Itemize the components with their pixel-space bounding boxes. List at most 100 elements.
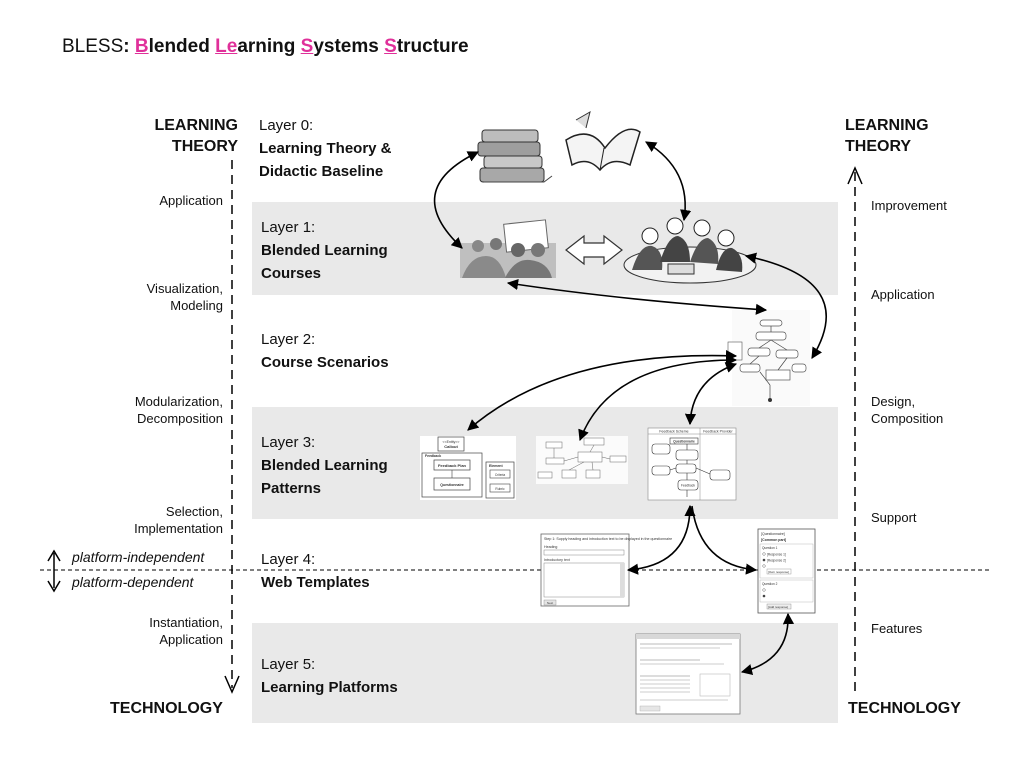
web2-h1: [Questionnaire]	[761, 532, 785, 536]
right-axis-top-line2: THEORY	[845, 138, 912, 155]
right-label-2-l2: Composition	[871, 411, 944, 426]
platform-arrow-down	[47, 580, 61, 593]
uml1-quest: Questionnaire	[440, 483, 464, 487]
arrow-flowchart-activity	[684, 362, 738, 426]
left-label-2-l2: Decomposition	[137, 411, 223, 426]
uml1-fplan: Feedback Plan	[438, 463, 467, 468]
uml1-criteria: Criteria	[495, 473, 505, 477]
layer-2-label: Layer 2: Course Scenarios	[261, 328, 389, 374]
title-initial-b: B	[134, 36, 149, 57]
web2-o2: [Response 2]	[767, 559, 786, 563]
page-title: BLESS: Blended Learning Systems Structur…	[62, 36, 469, 58]
web2-btn: [Add response]	[768, 605, 788, 609]
pattern-class-thumbnail	[536, 436, 628, 484]
title-word-blended: lended	[148, 36, 216, 57]
act-n2: Feedback	[681, 484, 695, 488]
layer-4-title-1: Web Templates	[261, 574, 370, 591]
left-label-3-l1: Selection,	[165, 504, 223, 519]
left-axis-top-line1: LEARNING	[154, 117, 238, 134]
web2-q: Question 1	[762, 546, 778, 550]
right-label-2-l1: Design,	[871, 394, 916, 409]
layer-1-label: Layer 1: Blended Learning Courses	[261, 216, 388, 285]
layer-1-title-2: Courses	[261, 265, 322, 282]
title-initial-le: Le	[215, 36, 238, 57]
left-label-4-l2: Application	[159, 632, 223, 647]
layer-5-number: Layer 5:	[261, 656, 316, 673]
left-label-2-l1: Modularization,	[134, 394, 223, 409]
left-label-3-l2: Implementation	[134, 521, 223, 536]
web1-step: Step 1: Supply heading and introduction …	[544, 537, 672, 541]
books-icon	[477, 129, 553, 183]
platform-arrow-up	[47, 549, 61, 562]
right-axis-top-line1: LEARNING	[845, 117, 929, 134]
layer-0-number: Layer 0:	[259, 117, 314, 134]
right-label-features: Features	[871, 620, 922, 637]
title-word-structure: tructure	[396, 36, 469, 57]
left-label-application: Application	[73, 192, 223, 209]
web2-o1: [Response 1]	[767, 553, 786, 557]
arrow-questionnaire-platform	[740, 612, 795, 675]
right-axis-bottom: TECHNOLOGY	[848, 700, 961, 717]
layer-4-number: Layer 4:	[261, 551, 316, 568]
title-word-learning: arning	[237, 36, 301, 57]
arrow-flowchart-uml	[467, 350, 738, 431]
platform-independent-label: platform-independent	[72, 549, 205, 565]
title-prefix: BLESS	[62, 36, 124, 57]
web-template-questionnaire-thumbnail: [Questionnaire] [Common part] Question 1…	[757, 528, 816, 614]
web-template-form-thumbnail: Step 1: Supply heading and introduction …	[540, 533, 672, 607]
layer-1-title-1: Blended Learning	[261, 242, 388, 259]
web2-q2: Question 2	[762, 582, 778, 586]
left-label-1-l1: Visualization,	[146, 281, 223, 296]
layer-1-number: Layer 1:	[261, 219, 316, 236]
uml1-element: Element	[489, 464, 503, 468]
layer-5-label: Layer 5: Learning Platforms	[261, 653, 398, 699]
block-double-arrow-icon	[565, 234, 623, 266]
arrow-classroom-flowchart	[506, 278, 768, 315]
left-label-4-l1: Instantiation,	[149, 615, 223, 630]
arrow-flowchart-class	[578, 354, 738, 442]
right-label-0-l1: Improvement	[871, 198, 947, 213]
uml1-rubric: Rubric	[495, 487, 505, 491]
arrow-activity-questionnaire	[691, 505, 758, 575]
layer-5-title-1: Learning Platforms	[261, 679, 398, 696]
left-axis-arrowhead	[224, 675, 240, 694]
layer-0-title-2: Didactic Baseline	[259, 163, 384, 180]
scenario-flowchart-thumbnail	[727, 310, 810, 406]
pattern-activity-thumbnail: Feedback Scheme Feedback Provider Questi…	[647, 427, 737, 501]
web2-o3: [Own response]	[768, 570, 789, 574]
title-colon: :	[123, 36, 135, 57]
uml1-callout: Callout	[444, 444, 458, 449]
title-initial-s2: S	[384, 36, 397, 57]
layer-3-title-2: Patterns	[261, 480, 322, 497]
pattern-uml-thumbnail: <<Entity>> Callout Feedback Feedback Pla…	[420, 436, 516, 500]
left-label-0-l1: Application	[159, 193, 223, 208]
right-axis-arrowhead	[847, 166, 863, 185]
left-label-visualization: Visualization, Modeling	[73, 280, 223, 314]
open-book-icon	[565, 110, 641, 172]
classroom-icon	[460, 219, 556, 278]
act-n1: Questionnaire	[673, 440, 695, 444]
web2-h2: [Common part]	[761, 538, 786, 542]
left-axis-top-line2: THEORY	[171, 138, 238, 155]
right-label-4-l1: Features	[871, 621, 923, 636]
layer-3-number: Layer 3:	[261, 434, 316, 451]
act-col1: Feedback Scheme	[659, 430, 688, 434]
right-label-support: Support	[871, 509, 917, 526]
uml1-entity: <<Entity>>	[443, 440, 460, 444]
right-label-1-l1: Application	[871, 287, 935, 302]
web1-heading: Heading	[544, 545, 557, 549]
layer-2-title-1: Course Scenarios	[261, 354, 389, 371]
team-meeting-icon	[623, 217, 757, 284]
arrow-books-classroom	[433, 151, 480, 249]
right-label-improvement: Improvement	[871, 197, 947, 214]
right-label-design: Design, Composition	[871, 393, 943, 427]
title-initial-s1: S	[300, 36, 314, 57]
layer-0-title-1: Learning Theory &	[259, 140, 392, 157]
web1-btn: Next	[547, 601, 553, 605]
title-word-systems: ystems	[313, 36, 385, 57]
layer-3-title-1: Blended Learning	[261, 457, 388, 474]
web1-intro: Introductory text	[544, 558, 570, 562]
left-axis-bottom: TECHNOLOGY	[110, 700, 223, 717]
left-axis-top: LEARNING THEORY	[110, 115, 238, 157]
